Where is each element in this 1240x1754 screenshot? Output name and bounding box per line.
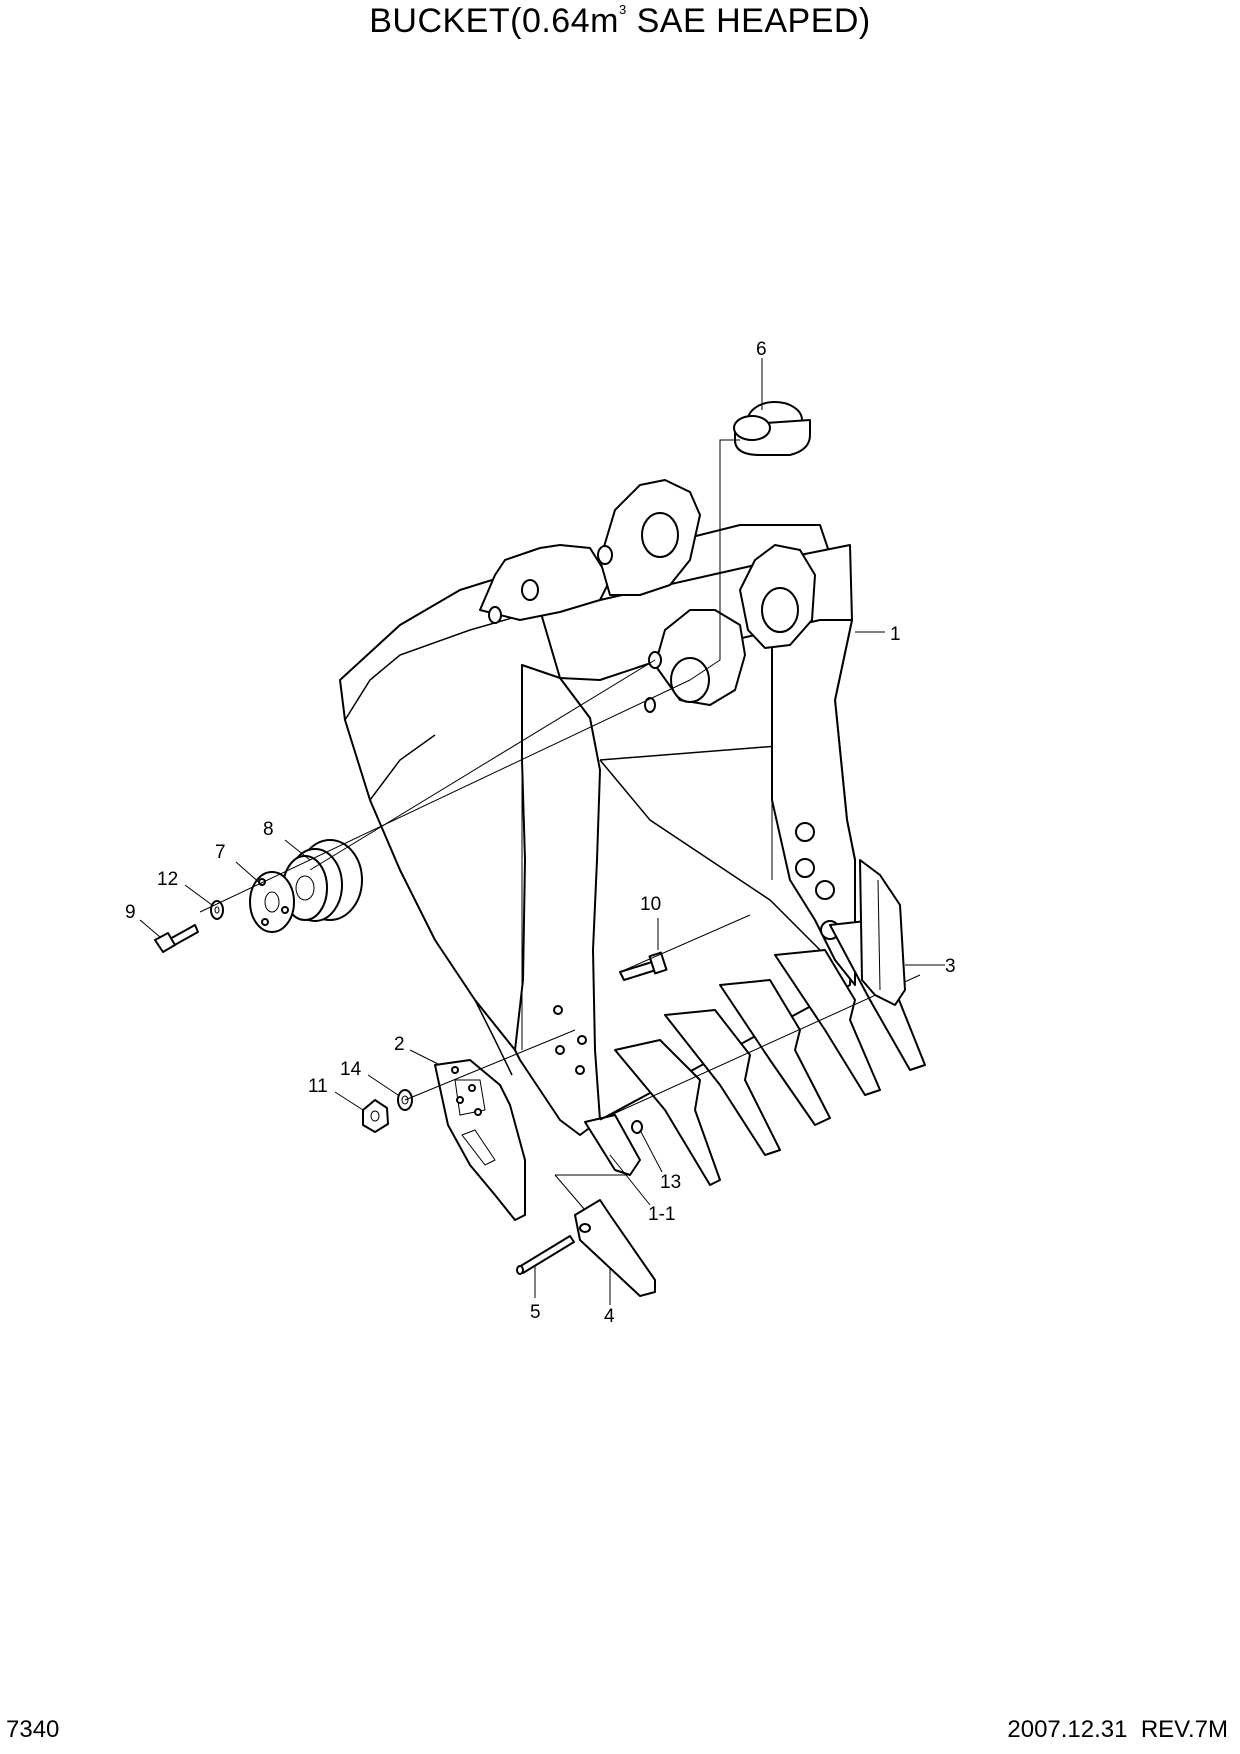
- callout-13: 13: [660, 1172, 681, 1193]
- revision-info: 2007.12.31 REV.7M: [1007, 1716, 1228, 1744]
- callout-4: 4: [604, 1306, 615, 1327]
- plate-7: [249, 871, 295, 933]
- revision-number: REV.7M: [1140, 1716, 1228, 1743]
- callout-14: 14: [340, 1059, 362, 1080]
- page-code: 7340: [6, 1716, 60, 1743]
- leader-lines: [139, 358, 945, 1305]
- side-cutter-3: [859, 859, 906, 1006]
- bolt-9: [154, 924, 199, 953]
- callout-12: 12: [157, 869, 178, 890]
- tooth-4-and-pin-5: [516, 1174, 656, 1297]
- callout-9: 9: [125, 902, 136, 923]
- callout-1: 1: [890, 624, 901, 645]
- bolt-13: [631, 1120, 643, 1134]
- bucket-teeth: [584, 919, 926, 1186]
- pin-10: [619, 951, 668, 981]
- callout-1-1: 1-1: [648, 1204, 675, 1225]
- revision-date: 2007.12.31: [1007, 1716, 1128, 1743]
- page-title: BUCKET(0.64m3 SAE HEAPED): [0, 2, 1240, 41]
- side-cutter-2: [434, 1059, 526, 1221]
- callout-11: 11: [308, 1076, 328, 1097]
- callout-5: 5: [530, 1302, 541, 1323]
- callouts: 1 1-1 2 3 4 5 6 7 8 9 10 11 12 13 14: [125, 339, 956, 1327]
- title-rest: SAE HEAPED): [626, 2, 871, 40]
- title-superscript: 3: [618, 2, 627, 17]
- washer-14-and-nut-11: [362, 1089, 413, 1133]
- callout-2: 2: [394, 1034, 405, 1055]
- callout-3: 3: [945, 956, 956, 977]
- shim-8: [282, 839, 363, 922]
- callout-10: 10: [640, 894, 661, 915]
- bushing-6: [733, 401, 811, 456]
- callout-7: 7: [215, 842, 226, 863]
- callout-6: 6: [756, 339, 767, 360]
- callout-8: 8: [263, 819, 274, 840]
- bucket-body: [339, 479, 856, 1136]
- title-main: BUCKET(0.64m: [369, 2, 619, 40]
